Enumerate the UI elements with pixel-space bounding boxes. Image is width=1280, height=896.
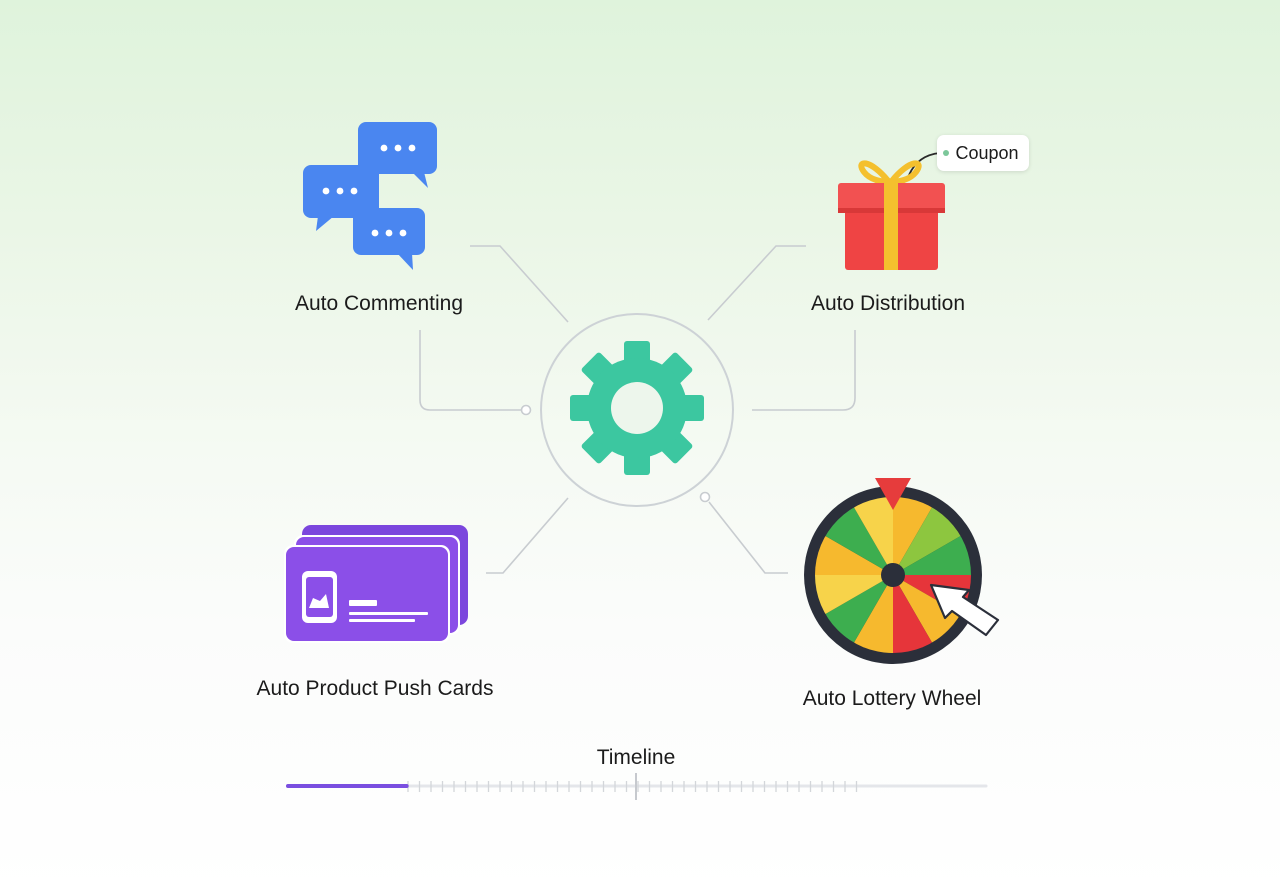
node-label-auto-commenting: Auto Commenting bbox=[294, 292, 464, 315]
timeline-ticks bbox=[407, 781, 858, 792]
hub bbox=[540, 313, 734, 507]
hub-ring bbox=[540, 313, 734, 507]
wheel-segment bbox=[893, 535, 971, 575]
wheel-segment bbox=[893, 497, 933, 575]
connector-lottery bbox=[708, 501, 788, 574]
gear-icon bbox=[570, 341, 704, 475]
connector-commenting-lower bbox=[419, 330, 522, 411]
wheel-segment bbox=[823, 575, 893, 645]
connector-distribution-lower bbox=[752, 330, 856, 411]
connector-dot-right bbox=[699, 491, 711, 503]
wheel-segment bbox=[893, 505, 963, 575]
product-cards-icon bbox=[284, 525, 468, 643]
node-label-auto-distribution: Auto Distribution bbox=[810, 292, 966, 315]
connector-commenting bbox=[470, 245, 569, 323]
timeline bbox=[286, 773, 988, 800]
wheel-segment bbox=[853, 497, 893, 575]
timeline-label: Timeline bbox=[596, 746, 676, 769]
cursor-arrow-icon bbox=[929, 583, 1000, 637]
connector-distribution bbox=[707, 245, 806, 321]
wheel-segment bbox=[823, 505, 893, 575]
gift-box-icon bbox=[838, 160, 945, 270]
wheel-segment bbox=[893, 575, 933, 653]
node-label-auto-lottery-wheel: Auto Lottery Wheel bbox=[802, 687, 982, 710]
wheel-segment bbox=[815, 575, 893, 615]
wheel-pointer bbox=[875, 478, 911, 510]
coupon-tag: Coupon bbox=[937, 135, 1029, 171]
node-label-auto-product-push-cards: Auto Product Push Cards bbox=[256, 677, 494, 700]
chat-bubbles-icon bbox=[303, 122, 437, 270]
connectors bbox=[419, 152, 941, 574]
lottery-wheel-icon bbox=[804, 478, 1000, 664]
wheel-segment bbox=[815, 535, 893, 575]
wheel-segment bbox=[893, 575, 963, 645]
coupon-connector bbox=[908, 152, 941, 176]
coupon-tag-label: Coupon bbox=[955, 143, 1019, 163]
wheel-segment bbox=[853, 575, 893, 653]
connector-push-cards bbox=[486, 497, 569, 574]
coupon-dot bbox=[943, 150, 949, 156]
connector-dot-left bbox=[520, 404, 532, 416]
